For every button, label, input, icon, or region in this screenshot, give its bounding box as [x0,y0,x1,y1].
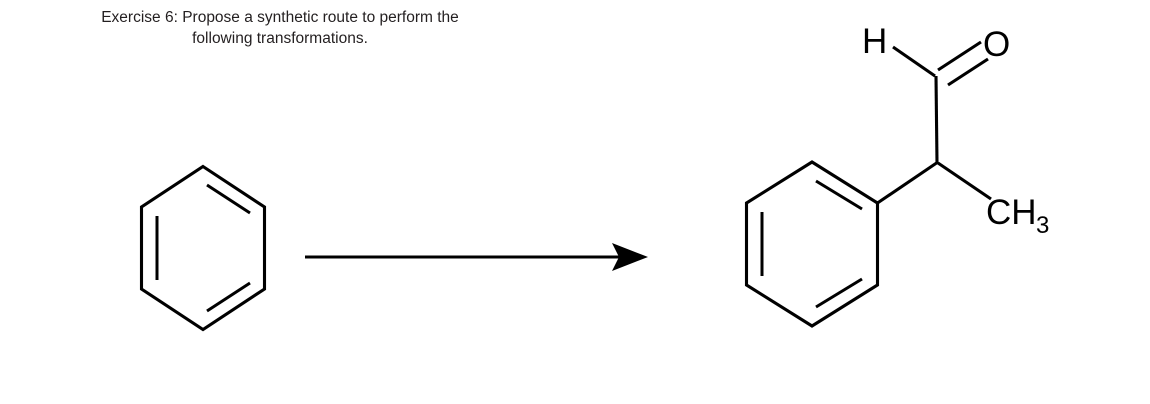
bond-carbonyl-carbon-to-hydrogen [892,45,936,78]
bond-carbonyl-double-line-outer [937,40,982,72]
reaction-arrow-head-icon [612,243,648,271]
reaction-arrow-group [305,243,648,271]
product-benzene-double-bond-upper-right [815,179,863,211]
bond-ring-to-alpha-carbon [875,160,939,206]
product-benzene-ring-outline [744,160,880,328]
product-benzene-double-bond-lower-right [815,277,863,309]
atom-label-methyl-ch: CH [986,193,1037,232]
bond-alpha-carbon-to-methyl [937,161,992,201]
product-2-phenylpropanal-structure: H O CH 3 [744,22,1049,328]
bond-alpha-carbon-to-carbonyl-carbon [934,75,939,164]
atom-label-methyl-subscript-3: 3 [1036,212,1049,239]
benzene-ring-outline [139,164,267,332]
atom-label-hydrogen: H [862,22,887,61]
benzene-double-bond-upper-right [206,183,251,215]
benzene-double-bond-lower-right [206,281,251,313]
bond-carbonyl-double-line-inner [947,57,989,87]
exercise-prompt: Exercise 6: Propose a synthetic route to… [101,9,459,47]
atom-label-oxygen: O [983,25,1010,64]
reactant-benzene-structure [139,164,267,332]
